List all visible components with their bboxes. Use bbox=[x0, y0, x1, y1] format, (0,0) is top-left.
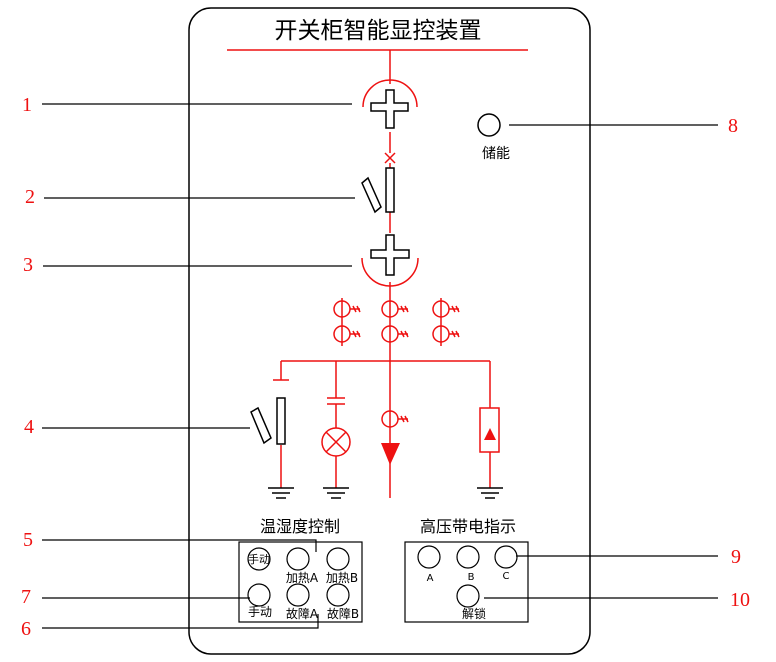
distribution-bus bbox=[273, 360, 500, 488]
callout-1: 1 bbox=[22, 94, 32, 116]
manual-indicator-top[interactable] bbox=[247, 547, 271, 571]
upper-plug-cross bbox=[370, 89, 409, 129]
callout-2: 2 bbox=[25, 186, 35, 208]
callout-3: 3 bbox=[23, 254, 33, 276]
earthing-switch bbox=[250, 397, 286, 445]
ground-icon bbox=[477, 487, 503, 499]
cable-output-arrow bbox=[381, 443, 400, 465]
manual-bottom-label: 手动 bbox=[248, 605, 272, 619]
callout-4: 4 bbox=[24, 416, 34, 438]
heat-a-label: 加热A bbox=[286, 571, 319, 585]
storage-indicator[interactable] bbox=[477, 113, 501, 137]
heat-b-indicator[interactable] bbox=[326, 547, 350, 571]
page-title: 开关柜智能显控装置 bbox=[275, 18, 482, 44]
phase-c-indicator[interactable] bbox=[494, 545, 518, 569]
callout-9: 9 bbox=[731, 546, 741, 568]
ground-symbols bbox=[268, 487, 503, 499]
arrester-arrow bbox=[484, 428, 496, 440]
hv-indicator-box bbox=[404, 541, 529, 623]
unlock-button[interactable] bbox=[456, 584, 480, 608]
fault-b-indicator[interactable] bbox=[326, 583, 350, 607]
heat-b-label: 加热B bbox=[326, 571, 358, 585]
ground-icon bbox=[323, 487, 349, 499]
circuit-breaker bbox=[361, 167, 395, 214]
temp-humidity-box bbox=[238, 541, 363, 623]
ground-icon bbox=[268, 487, 294, 499]
heat-a-indicator[interactable] bbox=[286, 547, 310, 571]
upper-plug-arc bbox=[362, 79, 418, 108]
phase-a-indicator[interactable] bbox=[417, 545, 441, 569]
lower-plug-cross bbox=[370, 234, 410, 276]
phase-b-label: B bbox=[468, 572, 475, 583]
phase-c-label: C bbox=[503, 571, 510, 582]
ct-left bbox=[333, 298, 361, 346]
phase-a-label: A bbox=[427, 573, 434, 584]
phase-b-indicator[interactable] bbox=[456, 545, 480, 569]
ct-middle bbox=[381, 296, 409, 498]
callout-10: 10 bbox=[730, 589, 750, 611]
callout-leaders bbox=[42, 103, 718, 629]
manual-button-bottom[interactable] bbox=[247, 583, 271, 607]
device-panel bbox=[188, 7, 591, 655]
callout-6: 6 bbox=[21, 618, 31, 640]
callout-5: 5 bbox=[23, 529, 33, 551]
fault-a-label: 故障A bbox=[286, 606, 319, 621]
hv-indicator-title: 高压带电指示 bbox=[420, 517, 516, 536]
fault-b-label: 故障B bbox=[327, 606, 359, 621]
callout-8: 8 bbox=[728, 115, 738, 137]
unlock-label: 解锁 bbox=[462, 606, 486, 621]
storage-label: 储能 bbox=[482, 146, 510, 162]
temp-humidity-title: 温湿度控制 bbox=[260, 517, 340, 536]
ct-right bbox=[432, 298, 460, 346]
main-circuit bbox=[361, 50, 419, 296]
manual-top-label: 手动 bbox=[248, 552, 270, 566]
current-transformers bbox=[333, 296, 460, 498]
callout-7: 7 bbox=[21, 586, 31, 608]
fault-a-indicator[interactable] bbox=[286, 583, 310, 607]
